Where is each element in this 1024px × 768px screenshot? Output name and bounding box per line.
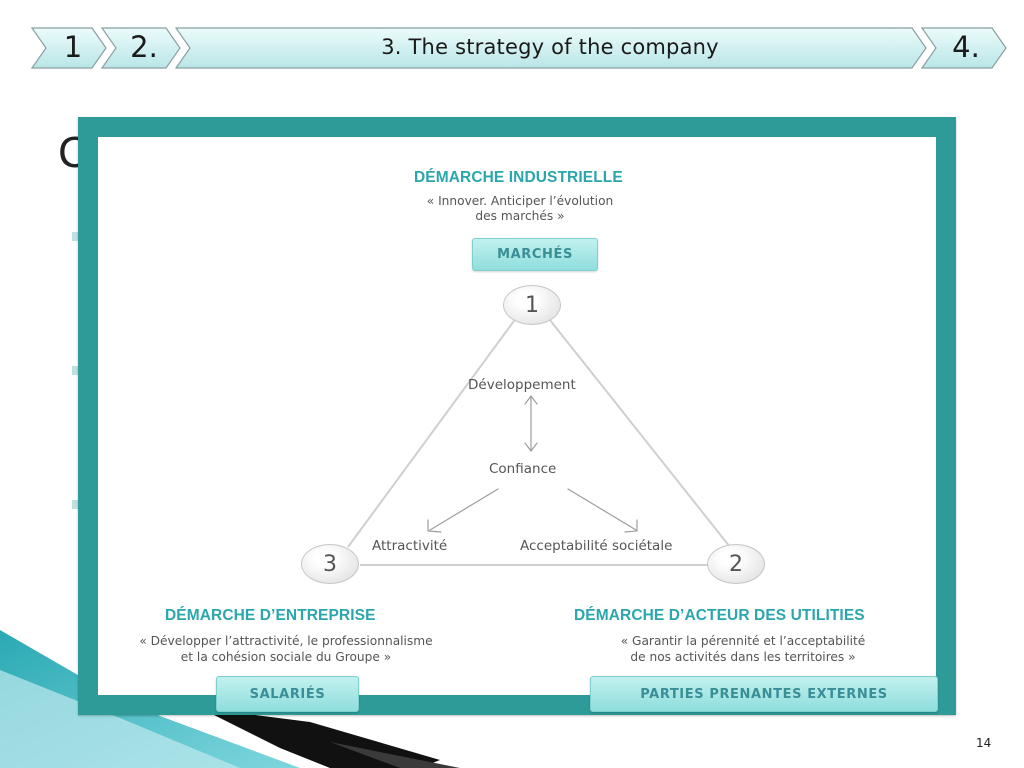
heading-demarche-industrielle: DÉMARCHE INDUSTRIELLE	[414, 169, 623, 186]
label-confiance: Confiance	[489, 461, 557, 477]
heading-demarche-entreprise: DÉMARCHE D’ENTREPRISE	[165, 607, 376, 624]
node-1: 1	[503, 285, 561, 325]
slide-bullet	[72, 500, 79, 509]
arrow-to-acceptabilite	[567, 488, 638, 533]
slide-bullet	[72, 366, 79, 375]
diagram-canvas: DÉMARCHE INDUSTRIELLE « Innover. Anticip…	[98, 137, 938, 712]
button-salaries[interactable]: SALARIÉS	[216, 676, 359, 712]
quote-demarche-entreprise-line1: « Développer l’attractivité, le professi…	[139, 634, 433, 648]
triangle-edge-top-left	[347, 309, 523, 548]
quote-demarche-entreprise-line2: et la cohésion sociale du Groupe »	[180, 650, 392, 664]
page-number: 14	[976, 736, 992, 750]
label-developpement: Développement	[468, 377, 576, 393]
slide-corner-decoration	[0, 630, 460, 768]
label-acceptabilite-societale: Acceptabilité sociétale	[520, 538, 673, 554]
nav-item-1[interactable]: 1	[63, 30, 83, 64]
button-parties-prenantes-externes[interactable]: PARTIES PRENANTES EXTERNES	[590, 676, 938, 712]
label-attractivite: Attractivité	[372, 538, 448, 554]
diagram-image-panel: DÉMARCHE INDUSTRIELLE « Innover. Anticip…	[78, 117, 956, 715]
nav-arrow-1	[30, 27, 107, 69]
node-3: 3	[301, 544, 359, 584]
nav-item-2[interactable]: 2.	[130, 30, 158, 64]
nav-arrow-4	[920, 27, 1007, 69]
heading-demarche-acteur-utilities: DÉMARCHE D’ACTEUR DES UTILITIES	[574, 607, 865, 624]
nav-item-current-section[interactable]: 3. The strategy of the company	[381, 35, 719, 59]
breadcrumb-nav	[30, 27, 1007, 69]
quote-demarche-industrielle-line1: « Innover. Anticiper l’évolution	[426, 194, 614, 208]
double-arrow-vertical	[524, 395, 538, 452]
arrow-to-attractivite	[427, 488, 499, 533]
nav-arrow-2	[100, 27, 181, 69]
quote-demarche-acteur-utilities-line1: « Garantir la pérennité et l’acceptabili…	[620, 634, 866, 648]
node-2: 2	[707, 544, 765, 584]
nav-arrow-3	[174, 27, 927, 69]
triangle-edge-top-right	[541, 309, 731, 548]
nav-item-4[interactable]: 4.	[952, 30, 980, 64]
triangle-diagram	[347, 309, 731, 566]
quote-demarche-industrielle-line2: des marchés »	[475, 209, 565, 223]
slide-bullet	[72, 232, 79, 241]
quote-demarche-acteur-utilities-line2: de nos activités dans les territoires »	[630, 650, 856, 664]
button-marches[interactable]: MARCHÉS	[472, 238, 598, 271]
